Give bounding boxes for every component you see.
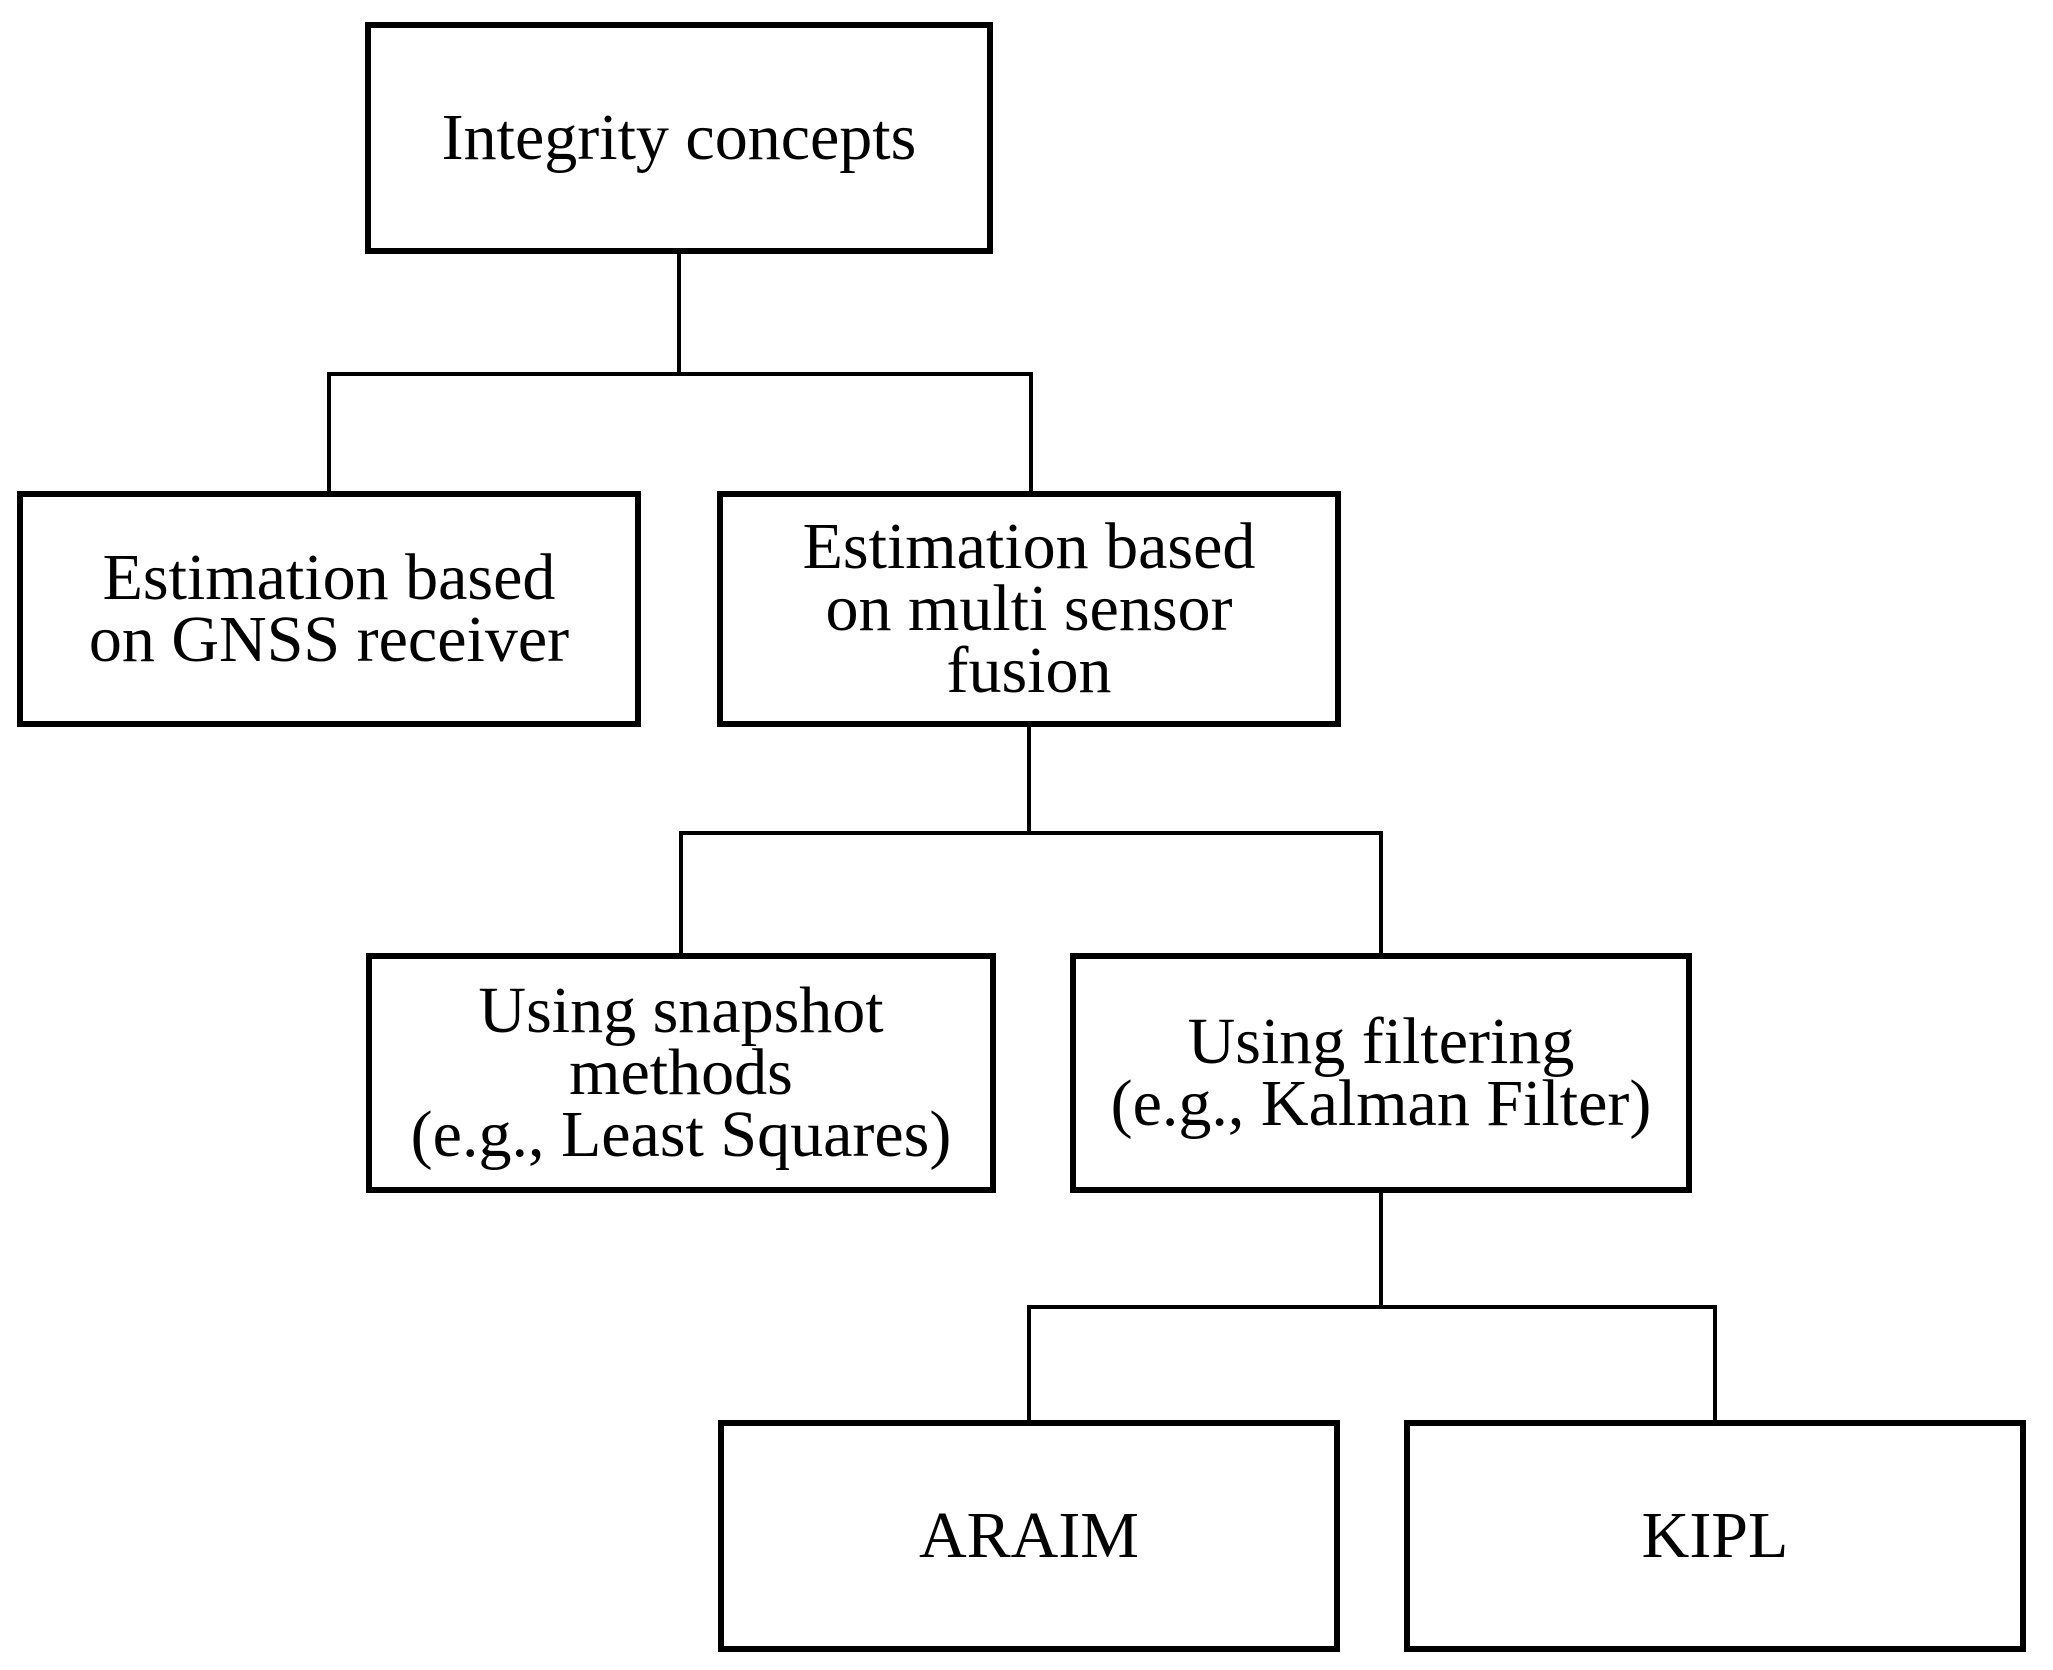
node-estimation-gnss-receiver: Estimation based on GNSS receiver: [17, 491, 641, 727]
node-label-line: Using filtering: [1187, 1005, 1575, 1078]
node-estimation-multi-sensor-fusion: Estimation based on multi sensor fusion: [717, 491, 1341, 727]
node-label-line: Estimation based: [102, 541, 556, 614]
connector-fusion-horizontal: [679, 831, 1383, 835]
connector-fusion-stem: [1027, 727, 1031, 831]
connector-root-drop-right: [1029, 372, 1033, 491]
node-label-line: (e.g., Kalman Filter): [1110, 1067, 1652, 1140]
connector-filtering-drop-right: [1713, 1305, 1717, 1420]
node-araim: ARAIM: [718, 1420, 1340, 1652]
connector-root-stem: [677, 254, 681, 372]
node-label-line: Estimation based: [802, 510, 1256, 583]
connector-filtering-stem: [1379, 1193, 1383, 1305]
node-kipl: KIPL: [1404, 1420, 2026, 1652]
node-using-snapshot-methods: Using snapshot methods (e.g., Least Squa…: [366, 953, 996, 1193]
connector-fusion-drop-left: [679, 831, 683, 953]
connector-root-horizontal: [327, 372, 1033, 376]
node-label-line: Using snapshot: [478, 974, 884, 1047]
connector-filtering-horizontal: [1027, 1305, 1717, 1309]
node-label-line: KIPL: [1641, 1499, 1789, 1572]
connector-filtering-drop-left: [1027, 1305, 1031, 1420]
node-label-line: fusion: [946, 634, 1112, 707]
node-label-line: ARAIM: [918, 1499, 1139, 1572]
node-label-line: on GNSS receiver: [88, 603, 570, 676]
node-label-line: methods: [569, 1036, 793, 1109]
node-label-line: on multi sensor: [825, 572, 1233, 645]
node-label-line: Integrity concepts: [441, 101, 917, 174]
node-using-filtering: Using filtering (e.g., Kalman Filter): [1070, 953, 1692, 1193]
connector-root-drop-left: [327, 372, 331, 491]
node-label-line: (e.g., Least Squares): [410, 1098, 952, 1171]
connector-fusion-drop-right: [1379, 831, 1383, 953]
node-integrity-concepts: Integrity concepts: [365, 22, 993, 254]
